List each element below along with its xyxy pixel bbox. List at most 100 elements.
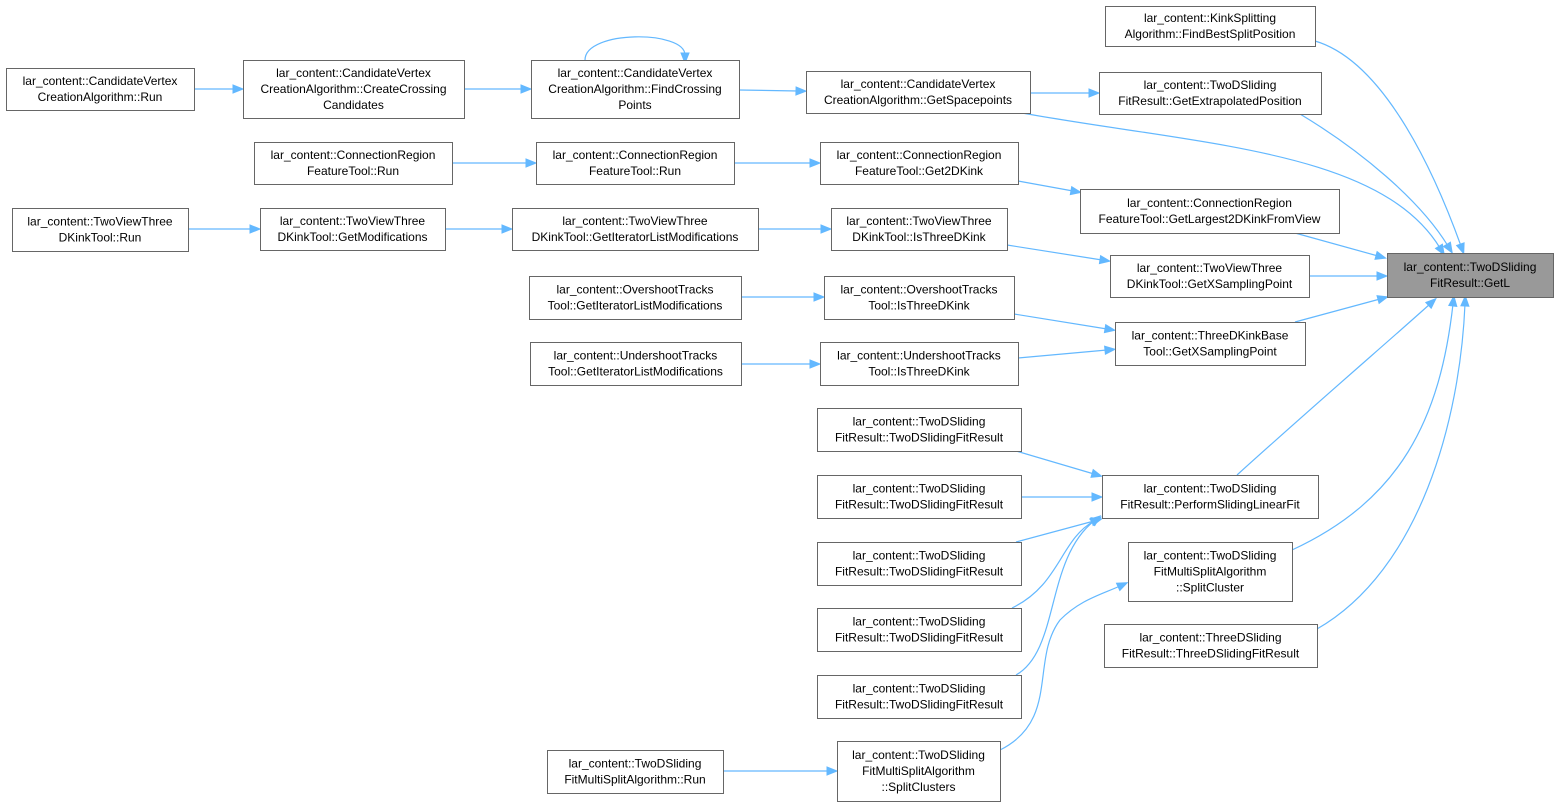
edge-cvGetSpace-to-getL (1021, 112, 1445, 256)
edge-tvGetMods-to-tvIterList (445, 224, 514, 234)
node-crRunA[interactable]: lar_content::ConnectionRegionFeatureTool… (254, 142, 453, 185)
node-crLargest[interactable]: lar_content::ConnectionRegionFeatureTool… (1080, 189, 1340, 234)
node-ctor1[interactable]: lar_content::TwoDSlidingFitResult::TwoDS… (817, 408, 1022, 452)
node-label-line: Points (618, 98, 651, 112)
arrowhead (1103, 323, 1117, 334)
node-cvRun[interactable]: lar_content::CandidateVertexCreationAlgo… (6, 68, 195, 111)
node-label-line: lar_content::TwoDSliding (569, 757, 702, 771)
edge-msSplitCluster-to-getL (1291, 294, 1458, 551)
node-label-line: lar_content::TwoViewThree (1137, 261, 1283, 275)
arrowhead (1090, 468, 1103, 478)
node-label-line: FeatureTool::GetLargest2DKinkFromView (1099, 212, 1321, 226)
node-getExtrap[interactable]: lar_content::TwoDSlidingFitResult::GetEx… (1099, 72, 1322, 115)
node-msRun[interactable]: lar_content::TwoDSlidingFitMultiSplitAlg… (547, 750, 724, 794)
edge-cvGetSpace-to-getExtrap (1030, 88, 1101, 98)
node-tvGetX[interactable]: lar_content::TwoViewThreeDKinkTool::GetX… (1110, 255, 1310, 298)
node-label-line: FitMultiSplitAlgorithm::Run (564, 773, 705, 787)
node-label-line: lar_content::TwoViewThree (27, 215, 173, 229)
node-label-line: FitMultiSplitAlgorithm (862, 764, 975, 778)
node-tvIterList[interactable]: lar_content::TwoViewThreeDKinkTool::GetI… (512, 208, 759, 251)
node-label-line: lar_content::ThreeDSliding (1139, 631, 1281, 645)
node-cvGetSpace[interactable]: lar_content::CandidateVertexCreationAlgo… (806, 71, 1031, 114)
node-usIsThree[interactable]: lar_content::UndershootTracksTool::IsThr… (820, 342, 1019, 386)
node-label-line: DKinkTool::GetIteratorListModifications (532, 230, 739, 244)
arrowhead (795, 86, 808, 96)
node-tvGetMods[interactable]: lar_content::TwoViewThreeDKinkTool::GetM… (260, 208, 446, 251)
node-label-line: lar_content::CandidateVertex (558, 66, 713, 80)
node-label-line: CreationAlgorithm::Run (38, 90, 163, 104)
node-label-line: lar_content::KinkSplitting (1144, 11, 1276, 25)
node-tvIsThree[interactable]: lar_content::TwoViewThreeDKinkTool::IsTh… (831, 208, 1008, 251)
arrowhead (1455, 242, 1465, 255)
node-msSplitClusters[interactable]: lar_content::TwoDSlidingFitMultiSplitAlg… (837, 741, 1001, 802)
node-label-line: lar_content::ConnectionRegion (553, 148, 718, 162)
edge-threeDCtor-to-getL (1316, 294, 1470, 630)
edges-layer (188, 36, 1470, 776)
node-ctor2[interactable]: lar_content::TwoDSlidingFitResult::TwoDS… (817, 475, 1022, 519)
arrowhead (1088, 88, 1101, 98)
node-label-line: lar_content::TwoDSliding (853, 415, 986, 429)
node-kinkFindBest[interactable]: lar_content::KinkSplittingAlgorithm::Fin… (1105, 6, 1316, 47)
node-box (1387, 253, 1554, 298)
arrowhead (809, 158, 822, 168)
node-box (1099, 72, 1322, 115)
node-threeDCtor[interactable]: lar_content::ThreeDSlidingFitResult::Thr… (1104, 624, 1318, 668)
node-label-line: FeatureTool::Get2DKink (855, 164, 984, 178)
arrowhead (1115, 582, 1129, 592)
node-box (530, 342, 742, 386)
node-label-line: lar_content::UndershootTracks (554, 349, 718, 363)
node-label-line: Tool::IsThreeDKink (868, 365, 970, 379)
node-label-line: lar_content::TwoDSliding (853, 682, 986, 696)
edge-msRun-to-msSplitClusters (723, 766, 839, 776)
node-box (531, 60, 740, 119)
node-t3dGetX[interactable]: lar_content::ThreeDKinkBaseTool::GetXSam… (1115, 322, 1306, 366)
node-label-line: Algorithm::FindBestSplitPosition (1125, 27, 1296, 41)
edge-cvCreateCross-to-cvFindCross (464, 84, 533, 94)
node-label-line: FitResult::ThreeDSlidingFitResult (1122, 647, 1300, 661)
edge-cvRun-to-cvCreateCross (194, 84, 245, 94)
node-box (6, 68, 195, 111)
nodes-layer: lar_content::TwoDSlidingFitResult::GetLl… (6, 6, 1554, 802)
node-perfFit[interactable]: lar_content::TwoDSlidingFitResult::Perfo… (1102, 475, 1319, 519)
arrowhead (1376, 295, 1390, 305)
node-getL[interactable]: lar_content::TwoDSlidingFitResult::GetL (1387, 253, 1554, 298)
node-label-line: lar_content::TwoDSliding (1404, 260, 1537, 274)
node-box (820, 342, 1019, 386)
arrowhead (1424, 297, 1437, 310)
arrowhead (232, 84, 245, 94)
node-osIsThree[interactable]: lar_content::OvershootTracksTool::IsThre… (824, 276, 1015, 320)
edge-tvIterList-to-tvIsThree (758, 224, 833, 234)
edge-usIsThree-to-t3dGetX (1017, 345, 1117, 359)
node-box (817, 475, 1022, 519)
node-msSplitCluster[interactable]: lar_content::TwoDSlidingFitMultiSplitAlg… (1128, 542, 1293, 602)
node-osIterList[interactable]: lar_content::OvershootTracksTool::GetIte… (529, 276, 742, 320)
edge-getExtrap-to-getL (1299, 113, 1453, 254)
edge-osIterList-to-osIsThree (741, 292, 826, 302)
arrowhead (1374, 250, 1388, 260)
node-label-line: lar_content::ConnectionRegion (1127, 196, 1292, 210)
node-box (12, 208, 189, 252)
edge-msSplitClusters-to-msSplitCluster (999, 582, 1129, 751)
node-crRunB[interactable]: lar_content::ConnectionRegionFeatureTool… (536, 142, 735, 185)
arrowhead (249, 224, 262, 234)
node-label-line: FeatureTool::Run (589, 164, 681, 178)
node-box (1110, 255, 1310, 298)
node-label-line: Tool::GetIteratorListModifications (548, 299, 723, 313)
node-box (1102, 475, 1319, 519)
node-crGet2DKink[interactable]: lar_content::ConnectionRegionFeatureTool… (820, 142, 1019, 185)
node-ctor4[interactable]: lar_content::TwoDSlidingFitResult::TwoDS… (817, 608, 1022, 652)
node-label-line: lar_content::CandidateVertex (23, 74, 178, 88)
node-cvCreateCross[interactable]: lar_content::CandidateVertexCreationAlgo… (243, 60, 465, 119)
node-label-line: lar_content::TwoDSliding (1144, 78, 1277, 92)
edge-usIterList-to-usIsThree (741, 359, 822, 369)
node-ctor5[interactable]: lar_content::TwoDSlidingFitResult::TwoDS… (817, 675, 1022, 719)
node-cvFindCross[interactable]: lar_content::CandidateVertexCreationAlgo… (531, 60, 740, 119)
node-label-line: lar_content::TwoDSliding (852, 748, 985, 762)
node-box (529, 276, 742, 320)
node-label-line: ::SplitClusters (881, 780, 955, 794)
node-usIterList[interactable]: lar_content::UndershootTracksTool::GetIt… (530, 342, 742, 386)
node-ctor3[interactable]: lar_content::TwoDSlidingFitResult::TwoDS… (817, 542, 1022, 586)
node-label-line: DKinkTool::GetXSamplingPoint (1127, 277, 1293, 291)
